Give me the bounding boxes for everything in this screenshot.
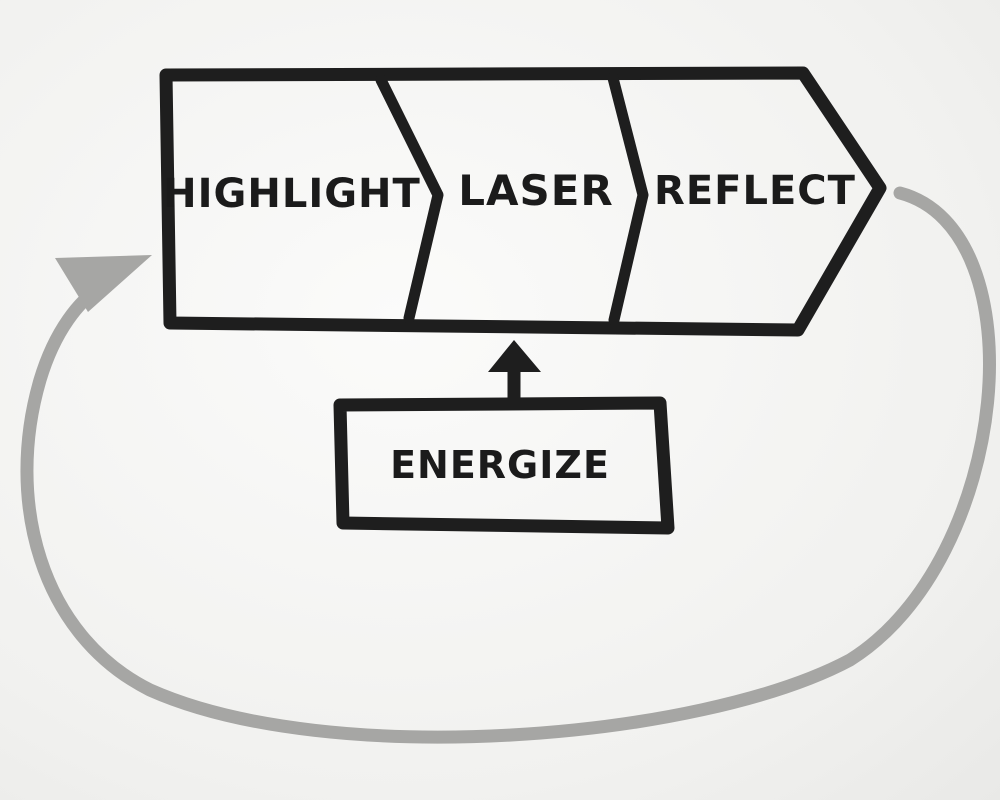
energize-box — [333, 396, 675, 535]
separator-laser-reflect — [607, 72, 649, 326]
stage-label-highlight: HIGHLIGHT — [163, 171, 421, 217]
feedback-loop-arrowhead — [55, 255, 152, 312]
process-bar-outline — [159, 66, 887, 337]
feedback-loop-arrow — [20, 186, 996, 744]
stage-label-laser: LASER — [458, 166, 614, 215]
stage-label-reflect: REFLECT — [654, 168, 856, 214]
separator-highlight-laser — [375, 74, 444, 324]
energize-label: ENERGIZE — [390, 443, 610, 487]
energize-arrowhead — [488, 340, 541, 372]
